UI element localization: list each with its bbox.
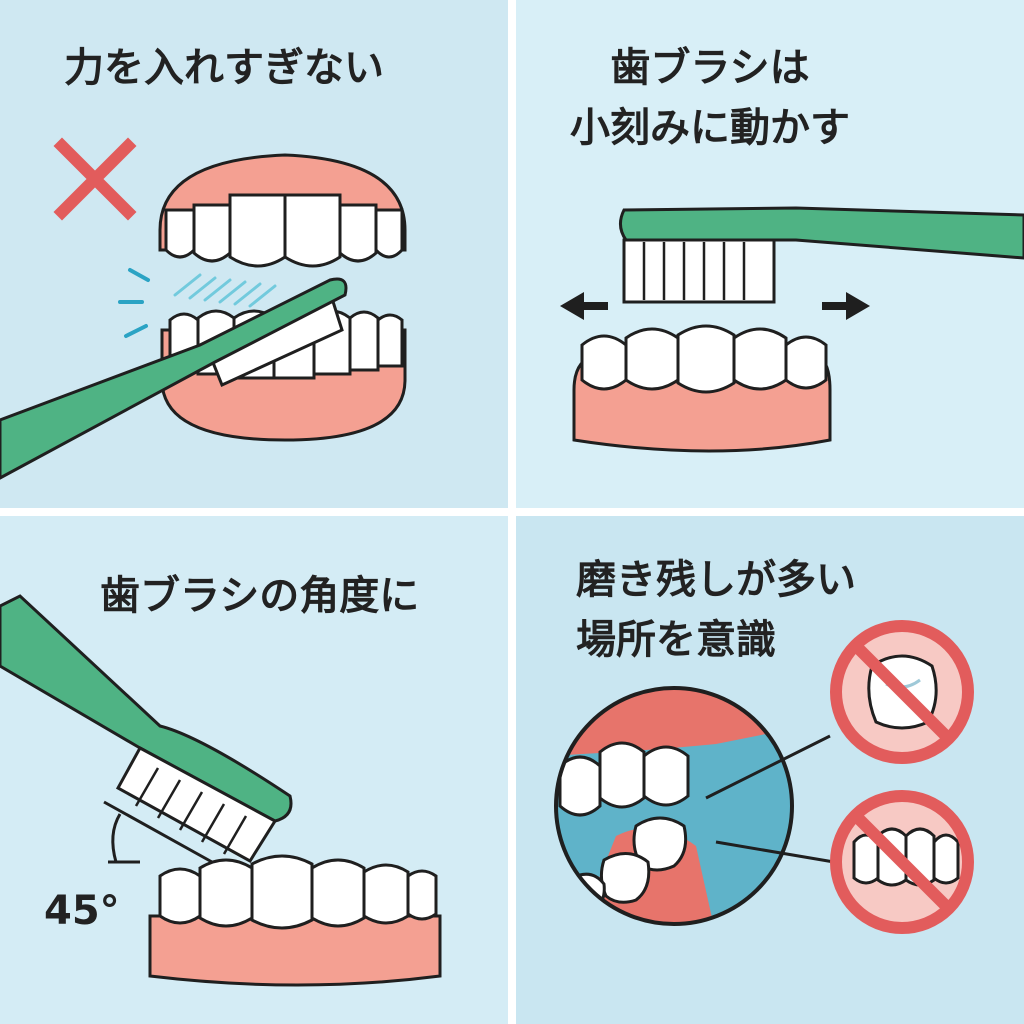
lower-jaw: [148, 854, 442, 987]
no-gap-sign-icon: [830, 790, 974, 934]
right-arrow-icon: [822, 292, 870, 320]
upper-jaw: [158, 153, 407, 268]
brushing-pressure-illustration: [0, 137, 407, 480]
panel-missed-areas: 磨き残しが多い 場所を意識: [516, 516, 1024, 1024]
lower-jaw: [572, 324, 832, 453]
small-stroke-illustration: [560, 206, 1024, 453]
panel-title: 歯ブラシの角度に: [100, 573, 420, 619]
no-plaque-sign-icon: [830, 620, 974, 764]
panel-brush-angle: 歯ブラシの角度に 45°: [0, 516, 508, 1024]
panel-title: 力を入れすぎない: [64, 45, 384, 91]
panel-dont-press-hard: 力を入れすぎない: [0, 0, 508, 508]
panel-title: 磨き残しが多い 場所を意識: [576, 550, 856, 670]
pointer-lines: [705, 734, 835, 864]
angle-indicator: [103, 800, 213, 864]
left-arrow-icon: [560, 292, 608, 320]
missed-areas-illustration: [554, 620, 974, 934]
title-line-2: 小刻みに動かす: [570, 105, 850, 151]
toothbrush: [619, 206, 1024, 304]
angle-label: 45°: [44, 888, 120, 934]
title-line-2: 場所を意識: [576, 617, 776, 663]
title-line-1: 磨き残しが多い: [576, 557, 856, 603]
panel-title: 歯ブラシは 小刻みに動かす: [570, 38, 850, 158]
title-line-1: 歯ブラシは: [610, 45, 810, 91]
toothbrush: [0, 594, 293, 864]
motion-lines: [118, 268, 277, 338]
x-mark-icon: [53, 137, 137, 221]
toothbrush: [0, 277, 348, 480]
panel-small-strokes: 歯ブラシは 小刻みに動かす: [516, 0, 1024, 508]
brush-angle-illustration: 45°: [0, 594, 442, 987]
mouth-closeup: [554, 686, 794, 926]
